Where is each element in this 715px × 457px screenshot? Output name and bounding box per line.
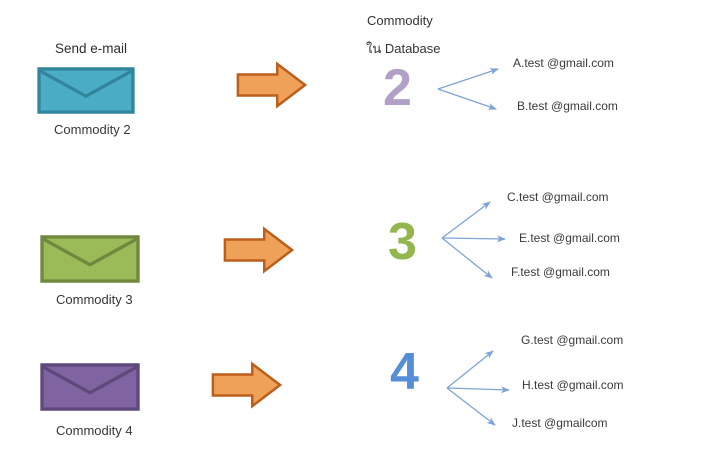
envelope-icon: [40, 363, 140, 411]
envelope-label: Commodity 4: [56, 423, 133, 438]
database-count: 3: [388, 213, 417, 271]
envelope-icon: [37, 67, 135, 114]
email-address: G.test @gmail.com: [521, 333, 624, 347]
header-line2: ใน Database: [366, 41, 441, 56]
database-count: 2: [383, 59, 412, 117]
branch-arrows-icon: [446, 350, 510, 426]
email-address: C.test @gmail.com: [507, 190, 609, 204]
email-address: J.test @gmailcom: [512, 416, 608, 430]
envelope-icon: [40, 235, 140, 283]
branch-arrows-icon: [437, 68, 499, 110]
right-block-arrow-icon: [211, 361, 283, 409]
right-block-arrow-icon: [223, 226, 295, 274]
envelope-label: Commodity 2: [54, 122, 131, 137]
email-address: F.test @gmail.com: [511, 265, 610, 279]
header-line1: Commodity: [367, 13, 433, 28]
email-address: H.test @gmail.com: [522, 378, 624, 392]
right-block-arrow-icon: [236, 61, 308, 109]
email-address: B.test @gmail.com: [517, 99, 618, 113]
send-email-caption: Send e-mail: [55, 41, 128, 56]
branch-arrows-icon: [441, 201, 506, 279]
email-address: A.test @gmail.com: [513, 56, 614, 70]
envelope-label: Commodity 3: [56, 292, 133, 307]
email-address: E.test @gmail.com: [519, 231, 620, 245]
database-count: 4: [390, 343, 419, 401]
